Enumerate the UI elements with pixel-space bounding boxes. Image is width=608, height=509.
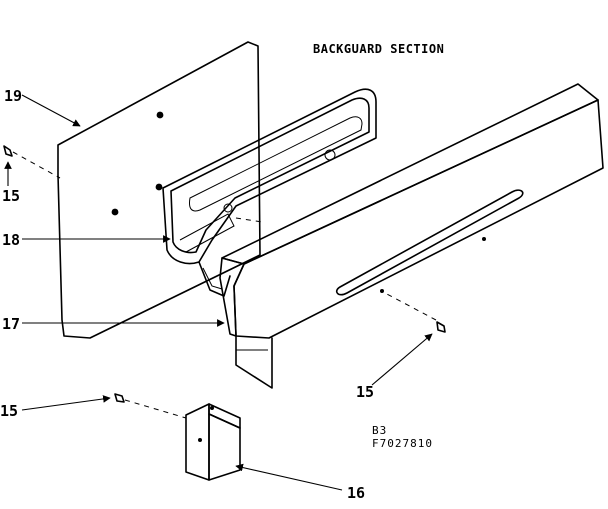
- leader-15-right: [371, 333, 433, 386]
- panel-hole: [111, 208, 119, 216]
- bracket-hole: [210, 406, 214, 410]
- diagram-title: BACKGUARD SECTION: [313, 42, 444, 56]
- bracket-hole: [223, 203, 233, 213]
- backguard: [219, 83, 604, 389]
- backguard-hole: [482, 237, 486, 241]
- leader-15-left: [21, 395, 111, 411]
- alignment-line: [235, 217, 263, 223]
- callout-16: 16: [347, 484, 365, 502]
- bracket-hole: [198, 438, 202, 442]
- back-panel: [57, 41, 261, 339]
- panel-hole: [155, 183, 163, 191]
- callout-15-upper: 15: [2, 187, 20, 205]
- screw-upper-left: [3, 145, 61, 179]
- panel-hole: [156, 111, 164, 119]
- bracket-hole: [324, 149, 336, 161]
- callout-15-right: 15: [356, 383, 374, 401]
- leader-19: [21, 94, 81, 127]
- backguard-hole: [380, 289, 384, 293]
- drawing-code-1: B3: [372, 424, 387, 437]
- callout-15-left: 15: [0, 402, 18, 420]
- support-bracket: [185, 403, 241, 481]
- callout-19: 19: [4, 87, 22, 105]
- bracket-assembly: [162, 88, 377, 297]
- screw-lower-right: [384, 292, 446, 333]
- callout-18: 18: [2, 231, 20, 249]
- leader-16: [235, 463, 343, 491]
- callout-17: 17: [2, 315, 20, 333]
- screw-lower-left: [114, 393, 187, 419]
- drawing-code-2: F7027810: [372, 437, 433, 450]
